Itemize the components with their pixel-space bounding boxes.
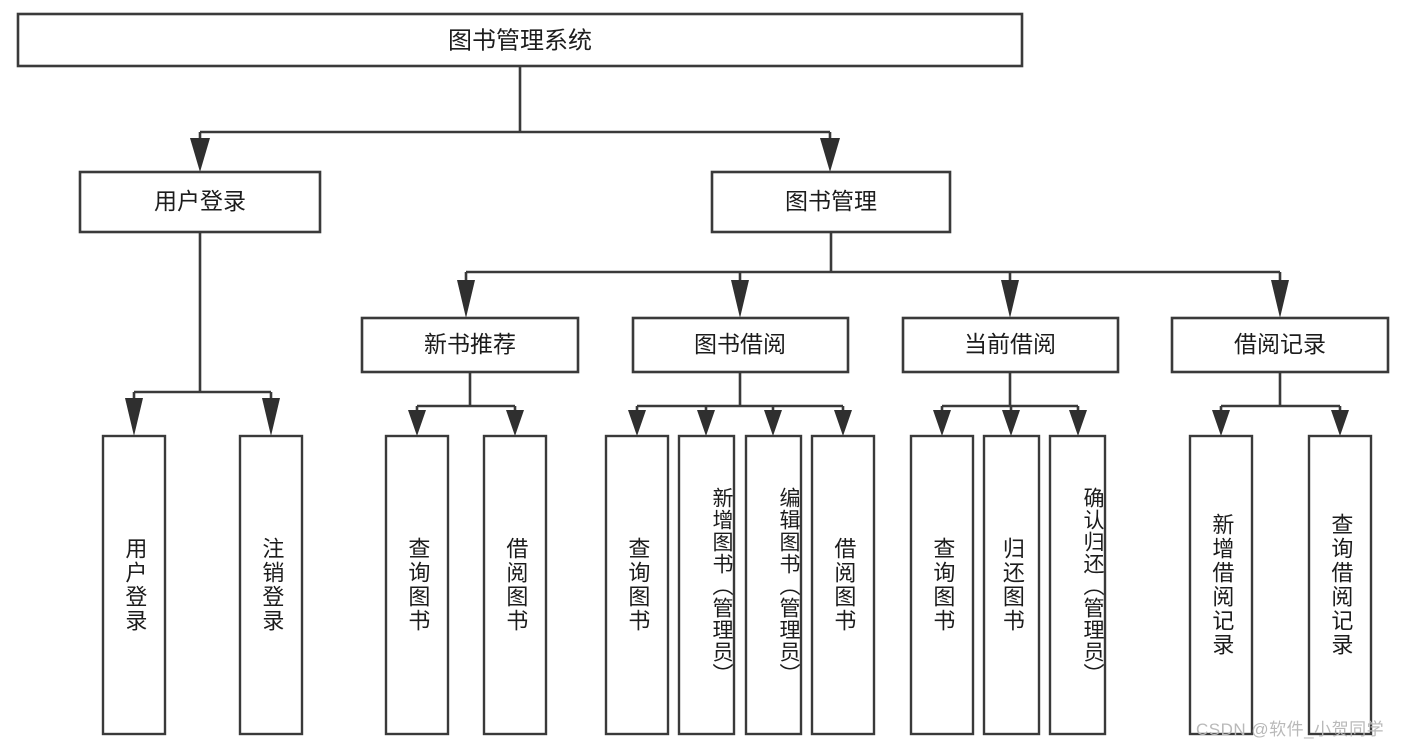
leaf-boxes-group	[101, 434, 1373, 736]
connector-book-manage-to-level3	[457, 232, 1289, 318]
leaf-box-add-record[interactable]	[1188, 434, 1254, 736]
leaf-box-query-book-2[interactable]	[604, 434, 670, 736]
connector-user-login-to-leaves	[125, 232, 280, 436]
user-login-label: 用户登录	[154, 188, 246, 214]
leaf-box-user-logout[interactable]	[238, 434, 304, 736]
leaf-box-borrow-book-2[interactable]	[810, 434, 876, 736]
node-borrow-record[interactable]: 借阅记录	[1170, 316, 1390, 374]
leaf-box-query-record[interactable]	[1307, 434, 1373, 736]
csdn-watermark: CSDN @软件_小贺同学	[1196, 720, 1385, 739]
connector-borrow-record-to-leaves	[1212, 372, 1349, 436]
leaf-box-query-book-3[interactable]	[909, 434, 975, 736]
connector-new-book-rec-to-leaves	[408, 372, 524, 436]
root-box[interactable]	[16, 12, 1024, 68]
arrow-icon-leaf-borrow-book-1	[506, 410, 524, 436]
leaf-box-return-book[interactable]	[982, 434, 1041, 736]
arrow-icon-leaf-user-login	[125, 398, 143, 436]
connector-current-borrow-to-leaves	[933, 372, 1087, 436]
new-book-rec-label: 新书推荐	[424, 331, 516, 357]
leaf-box-borrow-book-1[interactable]	[482, 434, 548, 736]
book-borrow-box[interactable]	[631, 316, 850, 374]
arrow-icon-leaf-confirm-return	[1069, 410, 1087, 436]
book-borrow-label: 图书借阅	[694, 331, 786, 357]
borrow-record-label: 借阅记录	[1234, 331, 1326, 357]
book-manage-label: 图书管理	[785, 188, 877, 214]
node-new-book-rec[interactable]: 新书推荐	[360, 316, 580, 374]
node-current-borrow[interactable]: 当前借阅	[901, 316, 1120, 374]
node-book-borrow[interactable]: 图书借阅	[631, 316, 850, 374]
arrow-icon-to-user-login	[190, 138, 210, 172]
node-book-manage[interactable]: 图书管理	[710, 170, 952, 234]
arrow-icon-leaf-edit-book	[764, 410, 782, 436]
leaf-box-add-book[interactable]	[677, 434, 736, 736]
arrow-icon-to-new-book-rec	[457, 280, 475, 318]
arrow-icon-leaf-query-book-1	[408, 410, 426, 436]
leaf-box-query-book-1[interactable]	[384, 434, 450, 736]
leaf-box-edit-book[interactable]	[744, 434, 803, 736]
current-borrow-box[interactable]	[901, 316, 1120, 374]
borrow-record-box[interactable]	[1170, 316, 1390, 374]
connector-book-borrow-to-leaves	[628, 372, 852, 436]
arrow-icon-leaf-query-book-2	[628, 410, 646, 436]
arrow-icon-leaf-user-logout	[262, 398, 280, 436]
book-manage-box[interactable]	[710, 170, 952, 234]
arrow-icon-leaf-query-book-3	[933, 410, 951, 436]
arrow-icon-leaf-add-record	[1212, 410, 1230, 436]
new-book-rec-box[interactable]	[360, 316, 580, 374]
arrow-icon-leaf-add-book	[697, 410, 715, 436]
root-label: 图书管理系统	[448, 27, 592, 54]
arrow-icon-leaf-query-record	[1331, 410, 1349, 436]
arrow-icon-to-current-borrow	[1001, 280, 1019, 318]
leaf-box-user-login[interactable]	[101, 434, 167, 736]
arrow-icon-to-borrow-record	[1271, 280, 1289, 318]
node-root[interactable]: 图书管理系统	[16, 12, 1024, 68]
arrow-icon-leaf-borrow-book-2	[834, 410, 852, 436]
node-user-login[interactable]: 用户登录	[78, 170, 322, 234]
leaf-box-confirm-return[interactable]	[1048, 434, 1107, 736]
arrow-icon-to-book-manage	[820, 138, 840, 172]
current-borrow-label: 当前借阅	[964, 331, 1056, 357]
connector-root-to-level2	[190, 66, 840, 172]
arrow-icon-to-book-borrow	[731, 280, 749, 318]
arrow-icon-leaf-return-book	[1002, 410, 1020, 436]
